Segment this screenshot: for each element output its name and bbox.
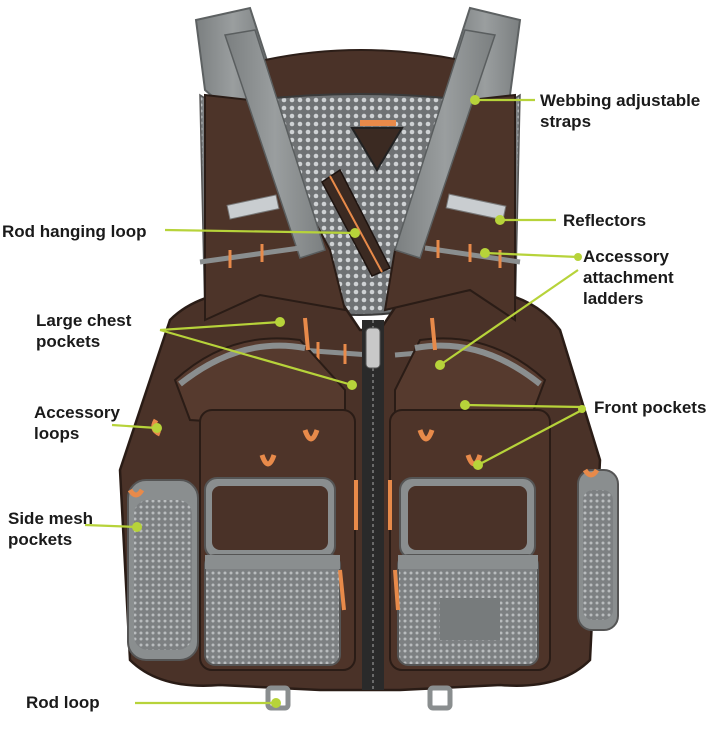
label-rod-loop: Rod loop bbox=[26, 693, 100, 712]
label-rod-hanging-loop: Rod hanging loop bbox=[2, 222, 147, 241]
side-mesh-pockets bbox=[127, 469, 619, 661]
accessory-loop-marks bbox=[127, 418, 600, 498]
center-zipper bbox=[362, 320, 384, 690]
right-front-pocket bbox=[389, 409, 551, 671]
label-front-pockets: Front pockets bbox=[594, 398, 707, 417]
label-reflectors: Reflectors bbox=[563, 211, 647, 230]
callout-dots bbox=[132, 95, 586, 708]
collar-panel bbox=[248, 49, 472, 102]
webbing-straps bbox=[224, 29, 496, 259]
left-front-pocket bbox=[199, 409, 356, 671]
reflector-strips bbox=[226, 193, 507, 221]
label-side-mesh-pockets: Side mesh pockets bbox=[8, 509, 94, 549]
label-webbing-straps: Webbing adjustable straps bbox=[540, 91, 701, 131]
zipper-pulls bbox=[303, 317, 437, 611]
callout-lines bbox=[84, 98, 583, 705]
label-accessory-ladders: Accessory attachment ladders bbox=[583, 247, 674, 308]
label-accessory-loops: Accessory loops bbox=[34, 403, 121, 443]
rod-loop-buckles bbox=[265, 685, 453, 711]
mesh-triangle-tab bbox=[350, 127, 404, 172]
label-large-chest-pockets: Large chest pockets bbox=[36, 311, 132, 351]
